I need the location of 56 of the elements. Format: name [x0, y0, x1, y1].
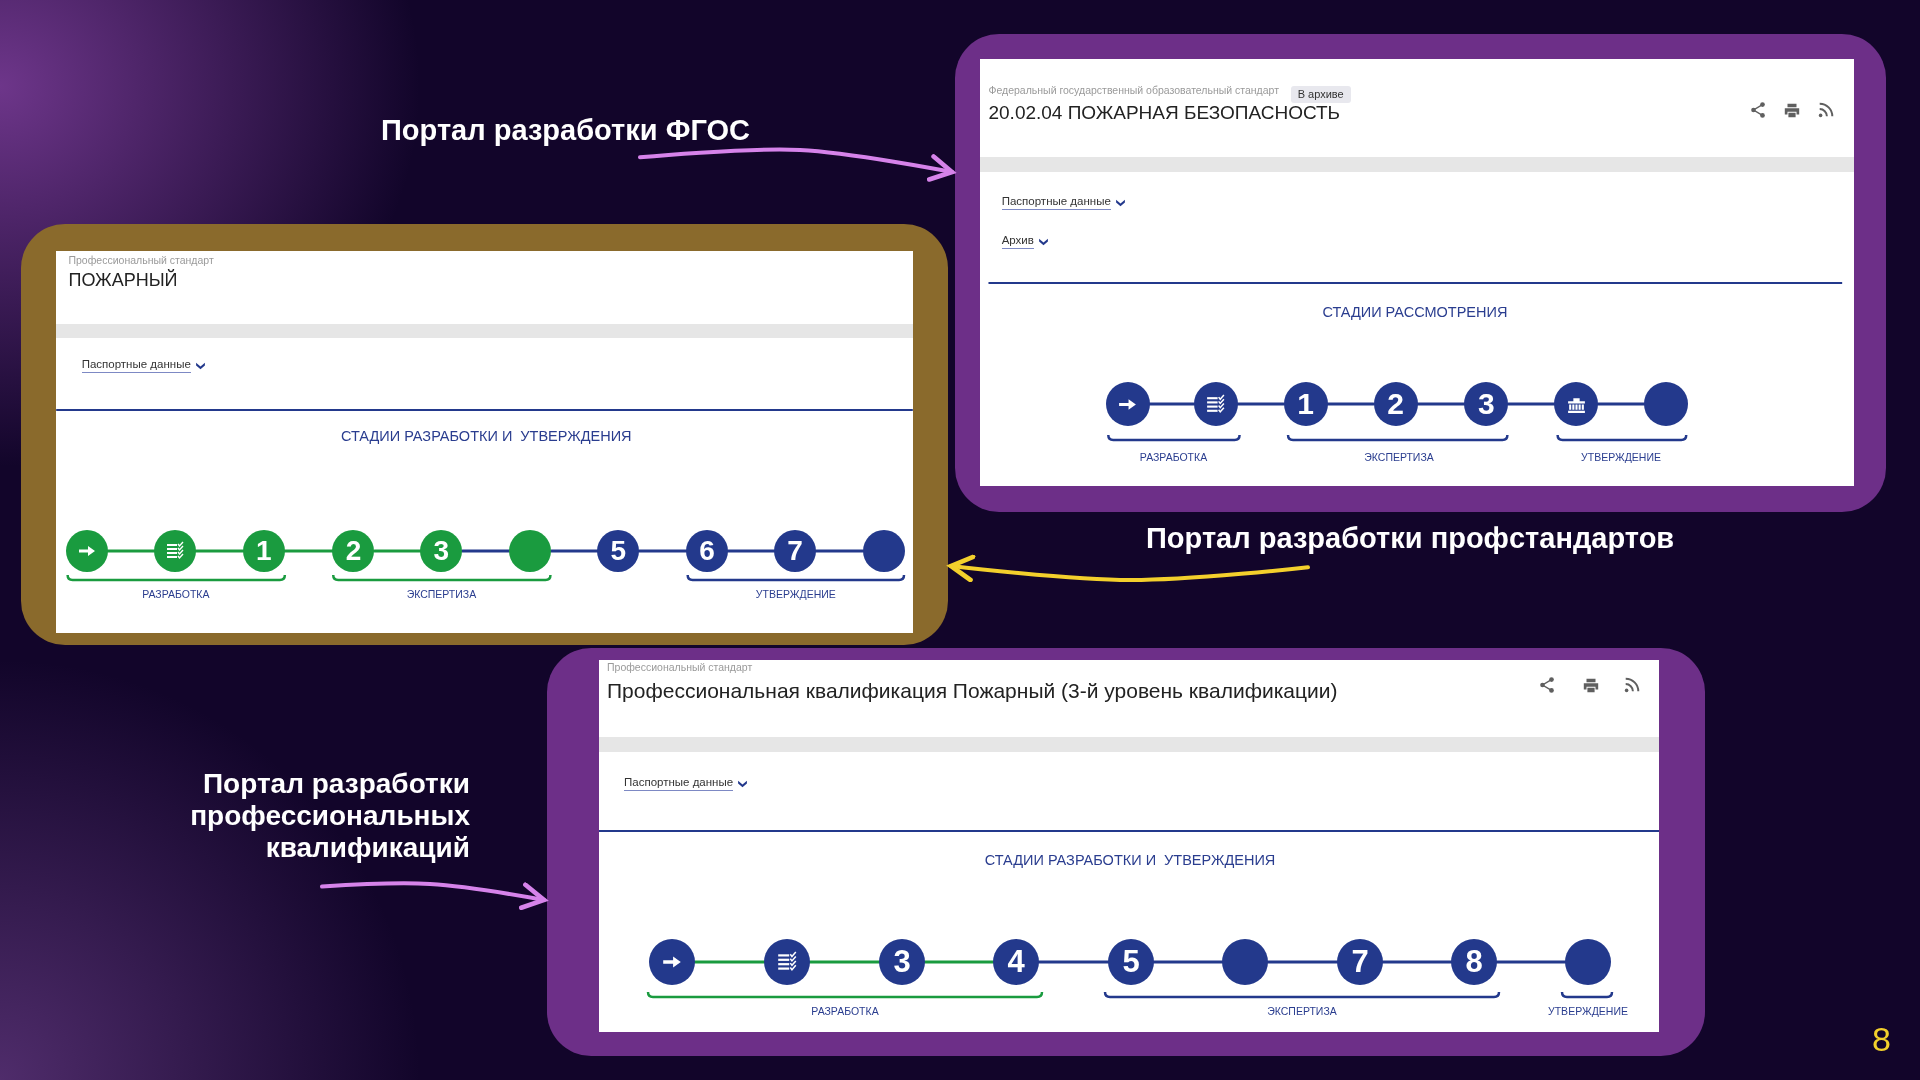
connector-line: [693, 960, 766, 964]
connector-line: [726, 549, 776, 553]
caption-text: Федеральный государственный образовательный стандарт: [988, 84, 1279, 97]
stage-label: ЭКСПЕРТИЗА: [1364, 451, 1434, 464]
connector-line: [460, 549, 511, 553]
page-title: Профессиональная квалификация Пожарный (3-й уровень квалификации): [607, 678, 1338, 704]
dropdown-link: Архив: [1001, 234, 1034, 249]
annotation-text: Портал разработки профессиональных квалификаций: [160, 768, 470, 865]
connector-line: [283, 549, 334, 553]
stage-label: РАЗРАБОТКА: [142, 588, 210, 601]
connector-line: [549, 549, 599, 553]
arrow: [638, 147, 955, 182]
page-number: 8: [1872, 1020, 1891, 1060]
page-title: ПОЖАРНЫЙ: [68, 270, 178, 292]
connector-line: [1236, 402, 1286, 406]
stage-label: ЭКСПЕРТИЗА: [1267, 1005, 1337, 1018]
connector-line: [808, 960, 881, 964]
connector-line: [637, 549, 688, 553]
dropdown-link: Паспортные данные: [624, 776, 734, 791]
connector-line: [1326, 402, 1375, 406]
connector-line: [1381, 960, 1453, 964]
screenshot-frame: [547, 648, 1705, 1056]
arrow: [948, 554, 1310, 583]
caption-text: Профессиональный стандарт: [607, 661, 753, 674]
connector-line: [372, 549, 422, 553]
connector-line: [1506, 402, 1556, 406]
connector-line: [1596, 402, 1646, 406]
screenshot-frame: [955, 34, 1887, 512]
stage-label: УТВЕРЖДЕНИЕ: [755, 588, 836, 601]
stage-label: УТВЕРЖДЕНИЕ: [1548, 1005, 1628, 1018]
dropdown-link: Паспортные данные: [1001, 195, 1111, 210]
connector-line: [1416, 402, 1466, 406]
connector-line: [1266, 960, 1339, 964]
page-title: 20.02.04 ПОЖАРНАЯ БЕЗОПАСНОСТЬ: [988, 102, 1341, 125]
connector-line: [923, 960, 995, 964]
connector-line: [1152, 960, 1224, 964]
section-heading: СТАДИИ РАССМОТРЕНИЯ: [1322, 304, 1508, 322]
annotation-text: Портал разработки профстандартов: [1146, 522, 1675, 556]
annotation-text: Портал разработки ФГОС: [381, 114, 750, 148]
section-heading: СТАДИИ РАЗРАБОТКИ И УТВЕРЖДЕНИЯ: [340, 428, 632, 446]
stage-label: РАЗРАБОТКА: [811, 1005, 879, 1018]
section-heading: СТАДИИ РАЗРАБОТКИ И УТВЕРЖДЕНИЯ: [984, 852, 1276, 870]
connector-line: [1148, 402, 1196, 406]
screenshot-frame: [21, 224, 948, 645]
stage-label: УТВЕРЖДЕНИЕ: [1581, 451, 1661, 464]
stage-label: ЭКСПЕРТИЗА: [406, 588, 477, 601]
stage-label: РАЗРАБОТКА: [1139, 451, 1208, 464]
arrow: [320, 881, 547, 911]
connector-line: [106, 549, 156, 553]
connector-line: [1037, 960, 1110, 964]
connector-line: [194, 549, 245, 553]
connector-line: [814, 549, 865, 553]
caption-text: Профессиональный стандарт: [68, 254, 214, 267]
connector-line: [1495, 960, 1567, 964]
dropdown-link: Паспортные данные: [81, 358, 191, 373]
status-badge: В архиве: [1290, 86, 1351, 104]
